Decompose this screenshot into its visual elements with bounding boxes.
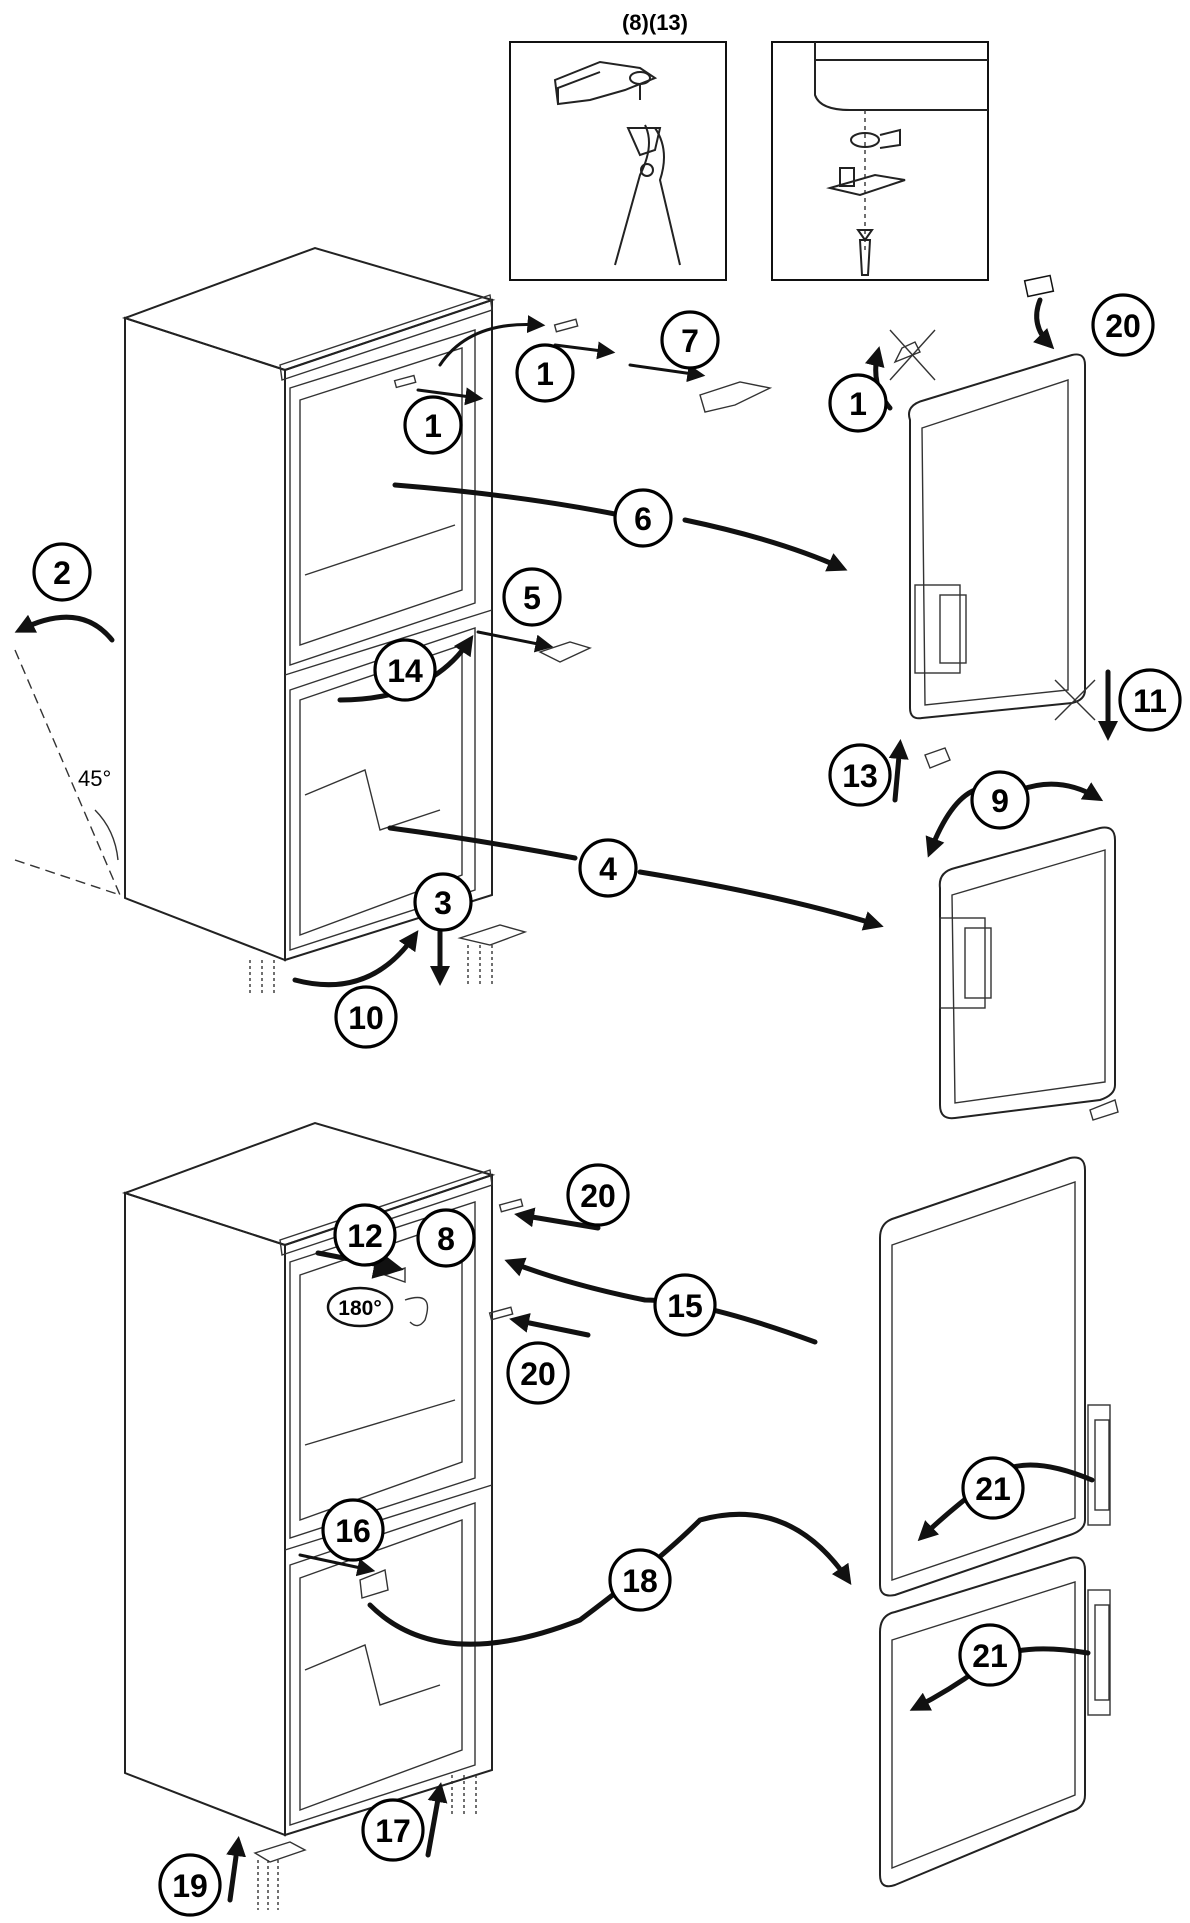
- step-badge-1c: 1: [828, 373, 888, 433]
- lower-door-reinstalled: [879, 1556, 1111, 1888]
- svg-text:2: 2: [53, 555, 71, 591]
- svg-text:1: 1: [536, 356, 554, 392]
- svg-text:12: 12: [347, 1218, 383, 1254]
- upper-door-reinstalled: [879, 1156, 1111, 1597]
- fridge-after: [121, 1121, 524, 1910]
- fridge-before: 45°: [14, 246, 773, 995]
- step-badge-16: 16: [321, 1498, 385, 1562]
- svg-text:19: 19: [172, 1868, 208, 1904]
- svg-text:13: 13: [842, 758, 878, 794]
- svg-text:10: 10: [348, 1000, 384, 1036]
- rotation-label: 180°: [338, 1297, 381, 1320]
- svg-text:7: 7: [681, 323, 699, 359]
- step-badge-9: 9: [970, 770, 1030, 830]
- pliers-icon: [614, 124, 681, 266]
- svg-text:6: 6: [634, 501, 652, 537]
- svg-text:9: 9: [991, 783, 1009, 819]
- step-badge-13: 13: [828, 743, 892, 807]
- svg-text:1: 1: [849, 386, 867, 422]
- step-badge-20b: 20: [566, 1163, 630, 1227]
- crossed-cap-icon: [889, 329, 936, 381]
- inset-group: (8)(13): [509, 10, 989, 281]
- svg-text:5: 5: [523, 580, 541, 616]
- step-badge-6: 6: [613, 488, 673, 548]
- step-badge-19: 19: [158, 1853, 222, 1917]
- label-sticker: [1023, 274, 1055, 298]
- svg-text:11: 11: [1133, 683, 1167, 719]
- step-badge-20c: 20: [506, 1341, 570, 1405]
- step-badge-18: 18: [608, 1548, 672, 1612]
- step-badge-10: 10: [334, 985, 398, 1049]
- screws-bottom-left: [249, 945, 493, 995]
- svg-text:16: 16: [335, 1513, 371, 1549]
- svg-text:1: 1: [424, 408, 442, 444]
- inset-pliers-panel: [509, 41, 727, 281]
- step-badge-20a: 20: [1091, 293, 1155, 357]
- step-badge-8: 8: [416, 1208, 476, 1268]
- step-badge-7: 7: [660, 310, 720, 370]
- svg-text:8: 8: [437, 1221, 455, 1257]
- svg-text:4: 4: [599, 851, 617, 887]
- crossed-pin-icon: [1054, 679, 1096, 721]
- step-badge-1b: 1: [515, 343, 575, 403]
- tilt-angle-indicator: 45°: [14, 649, 121, 896]
- hinge-bracket-icon: [553, 60, 658, 106]
- svg-text:3: 3: [434, 885, 452, 921]
- tilt-angle-label: 45°: [78, 766, 111, 791]
- step-badge-21a: 21: [961, 1456, 1025, 1520]
- step-badge-1a: 1: [403, 395, 463, 455]
- svg-text:14: 14: [387, 653, 423, 689]
- step-badge-2: 2: [32, 542, 92, 602]
- svg-text:21: 21: [975, 1471, 1011, 1507]
- svg-text:17: 17: [375, 1813, 411, 1849]
- step-badge-21b: 21: [958, 1623, 1022, 1687]
- svg-text:20: 20: [520, 1356, 556, 1392]
- step-badge-12: 12: [333, 1203, 397, 1267]
- upper-door-removed: [889, 274, 1096, 721]
- svg-text:20: 20: [580, 1178, 616, 1214]
- step-badge-4: 4: [578, 838, 638, 898]
- step-badge-3: 3: [413, 872, 473, 932]
- inset-hinge-panel: [771, 41, 989, 281]
- svg-text:21: 21: [972, 1638, 1008, 1674]
- step-badge-14: 14: [373, 638, 437, 702]
- svg-text:18: 18: [622, 1563, 658, 1599]
- rotation-180-badge: 180°: [326, 1286, 394, 1328]
- step-badge-15: 15: [653, 1273, 717, 1337]
- step-badge-17: 17: [361, 1798, 425, 1862]
- lower-door-removed: [924, 747, 1119, 1121]
- step-arrows: [14, 297, 1118, 1903]
- step-badge-11: 11: [1118, 668, 1182, 732]
- svg-text:15: 15: [667, 1288, 703, 1324]
- hinge-assembly-icon: [814, 42, 988, 276]
- step-badge-5: 5: [502, 567, 562, 627]
- svg-text:20: 20: [1105, 308, 1141, 344]
- inset-caption: (8)(13): [622, 10, 688, 35]
- screws-bottom-after: [257, 1775, 477, 1910]
